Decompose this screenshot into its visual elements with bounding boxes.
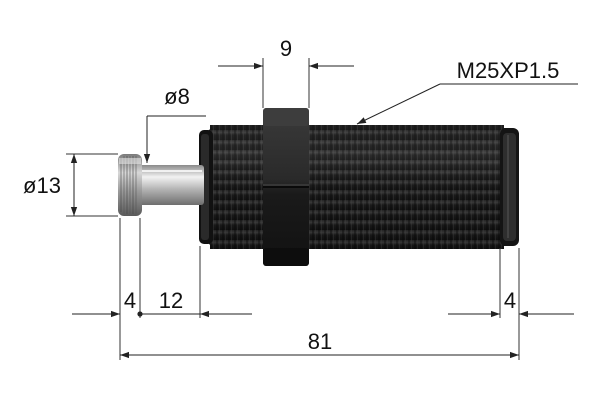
- threaded-body: [199, 125, 519, 249]
- cap-length-label: 4: [124, 288, 136, 313]
- thread-spec-label: M25XP1.5: [457, 58, 560, 83]
- hex-nut: [263, 108, 309, 266]
- dimension-end-length: 4: [448, 288, 574, 318]
- thread-callout: M25XP1.5: [356, 58, 578, 125]
- extension-lines: [119, 218, 520, 360]
- dimension-rod-diameter: ø8: [143, 84, 206, 163]
- dimension-cap-length: 4: [72, 288, 143, 318]
- dimension-hex-width: 9: [218, 36, 354, 108]
- dimension-overall-length: 81: [120, 329, 519, 359]
- dimension-rod-length: 12: [140, 288, 252, 318]
- overall-length-label: 81: [308, 329, 332, 354]
- dimension-cap-diameter: ø13: [23, 153, 118, 217]
- piston-rod: [138, 165, 204, 205]
- rod-length-label: 12: [159, 288, 183, 313]
- shock-absorber: [118, 108, 519, 266]
- cap-diameter-label: ø13: [23, 173, 61, 198]
- rod-diameter-label: ø8: [164, 84, 190, 109]
- hex-width-label: 9: [280, 36, 292, 61]
- end-length-label: 4: [504, 288, 516, 313]
- stopper-cap: [118, 154, 142, 216]
